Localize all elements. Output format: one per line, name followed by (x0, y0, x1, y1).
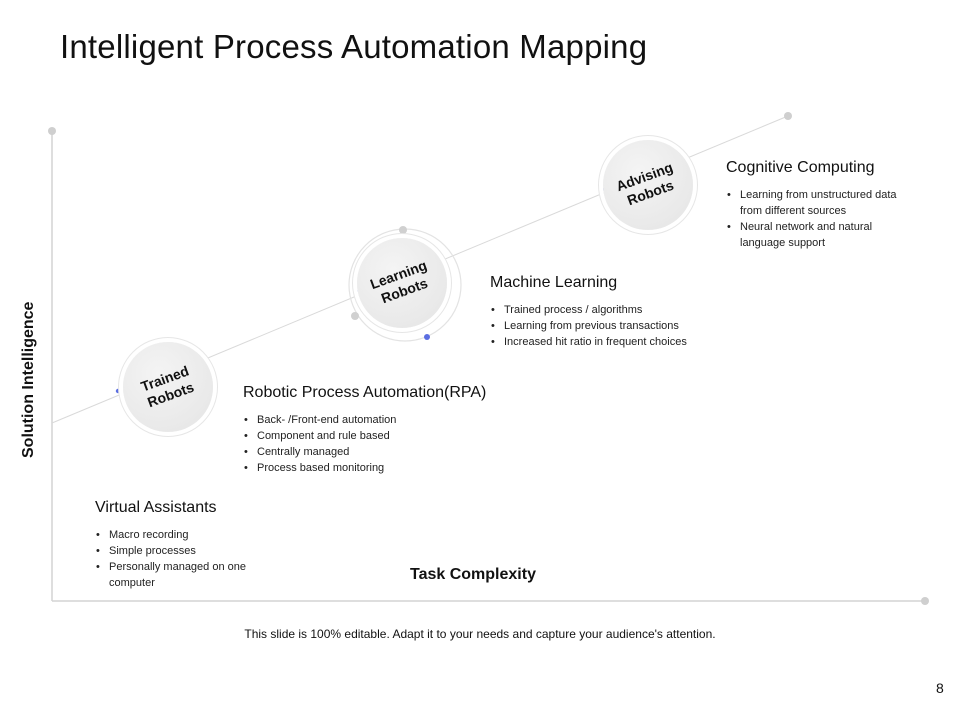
slide-title: Intelligent Process Automation Mapping (60, 28, 648, 65)
bullet-item: Centrally managed (243, 444, 543, 460)
bullet-item: Increased hit ratio in frequent choices (490, 334, 740, 350)
advising-robots-circle: Advising Robots (603, 140, 693, 230)
bullet-item: Process based monitoring (243, 460, 543, 476)
orbit-dot-top (399, 226, 407, 234)
bullet-item: Component and rule based (243, 428, 543, 444)
y-axis-label: Solution Intelligence (20, 301, 37, 458)
learning-robots-label: Learning Robots (368, 256, 431, 307)
machine-learning-section: Machine Learning Trained process / algor… (490, 274, 740, 350)
rpa-section: Robotic Process Automation(RPA) Back- /F… (243, 384, 543, 476)
bullet-item: Trained process / algorithms (490, 302, 740, 318)
virtual-assistants-section: Virtual Assistants Macro recording Simpl… (95, 499, 285, 591)
bullet-item: Learning from previous transactions (490, 318, 740, 334)
x-axis-label: Task Complexity (410, 566, 536, 583)
section-heading: Virtual Assistants (95, 499, 217, 516)
bullet-item: Personally managed on one computer (95, 559, 285, 591)
advising-robots-label: Advising Robots (614, 158, 677, 209)
bullet-item: Learning from unstructured data from dif… (726, 187, 906, 219)
page-number: 8 (936, 680, 944, 696)
trend-line-end-dot (784, 112, 792, 120)
bullet-item: Macro recording (95, 527, 285, 543)
orbit-dot-accent (424, 334, 430, 340)
section-heading: Machine Learning (490, 274, 618, 291)
cognitive-computing-section: Cognitive Computing Learning from unstru… (726, 159, 906, 251)
bullet-item: Neural network and natural language supp… (726, 219, 906, 251)
x-axis-end-dot (921, 597, 929, 605)
section-heading: Cognitive Computing (726, 159, 875, 176)
bullet-item: Back- /Front-end automation (243, 412, 543, 428)
section-heading: Robotic Process Automation(RPA) (243, 384, 487, 401)
learning-robots-circle: Learning Robots (357, 238, 447, 328)
footer-note: This slide is 100% editable. Adapt it to… (244, 627, 716, 641)
y-axis-end-dot (48, 127, 56, 135)
trained-robots-label: Trained Robots (138, 362, 197, 411)
bullet-item: Simple processes (95, 543, 285, 559)
trained-accent-dot (115, 388, 121, 394)
orbit-dot-left (351, 312, 359, 320)
trained-robots-circle: Trained Robots (123, 342, 213, 432)
